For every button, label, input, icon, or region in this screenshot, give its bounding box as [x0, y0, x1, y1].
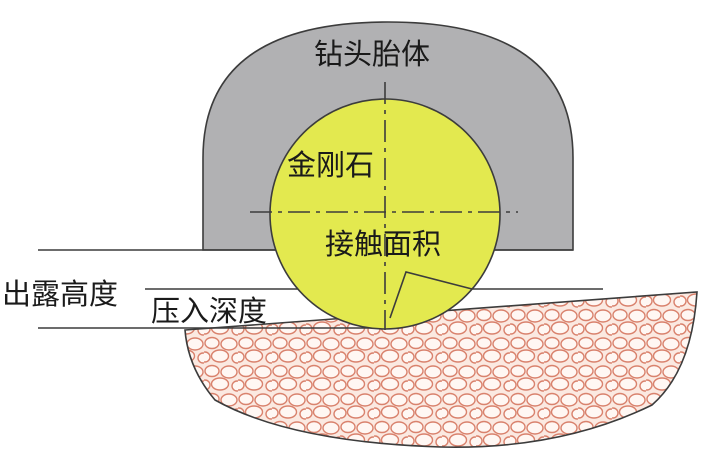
rock-formation [184, 291, 698, 448]
diamond-label: 金刚石 [287, 148, 374, 182]
exposure-height-label: 出露高度 [2, 277, 118, 311]
contact-area-label: 接触面积 [325, 227, 441, 261]
penetration-depth-label: 压入深度 [151, 294, 267, 328]
matrix-label: 钻头胎体 [314, 37, 430, 71]
contact-area-leader [389, 271, 473, 319]
